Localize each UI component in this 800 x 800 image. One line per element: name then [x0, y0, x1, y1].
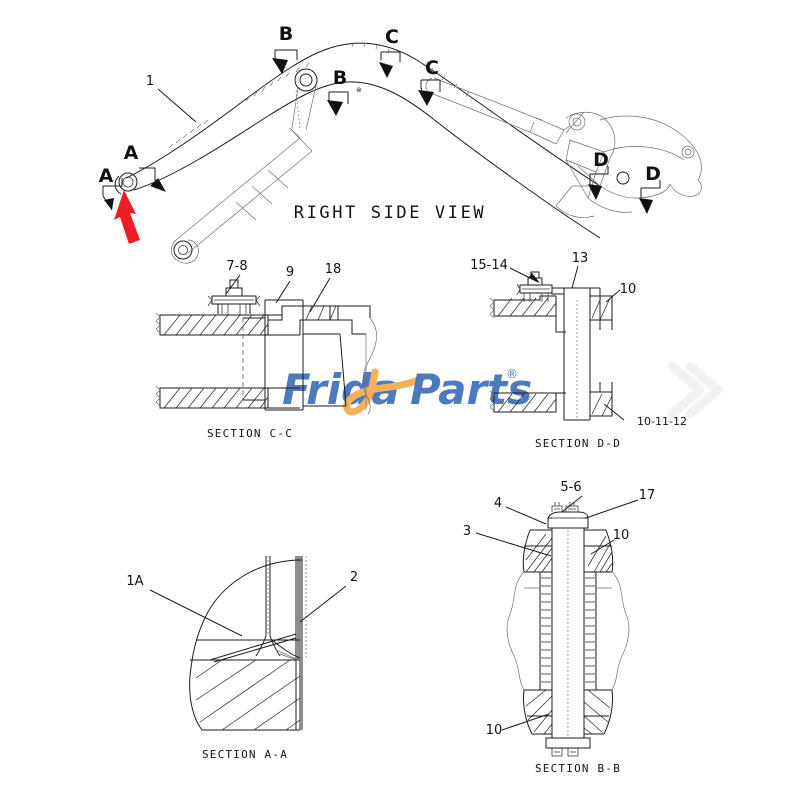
cc-bolt-assembly	[207, 279, 261, 316]
section-marker-c: C C	[379, 26, 441, 106]
boom-cylinder	[171, 68, 318, 264]
section-mark-c-left: C	[385, 26, 399, 48]
bb-collar-upper-right	[584, 529, 614, 573]
section-mark-d-left: D	[593, 149, 609, 171]
watermark-fridayparts: Frida Parts ®	[282, 365, 532, 416]
bb-leader-5-6	[561, 495, 583, 513]
callout-cc-9: 9	[286, 265, 294, 280]
dd-leader-10	[605, 289, 621, 303]
dd-pin-column	[551, 287, 601, 421]
watermark-registered: ®	[506, 367, 518, 381]
dd-right-boss-upper	[590, 295, 613, 330]
section-mark-d-right: D	[645, 163, 661, 185]
section-mark-b-right: B	[333, 67, 347, 89]
callout-aa-1a: 1A	[126, 574, 143, 589]
section-title-dd: SECTION D-D	[535, 437, 621, 450]
bb-break-left	[506, 571, 525, 691]
callout-dd-15-14: 15-14	[470, 258, 508, 273]
dd-leader-13	[571, 265, 579, 289]
bb-top-cap	[547, 502, 589, 529]
bb-collar-upper-left	[522, 529, 553, 573]
boom-stamp-mark: ⊗	[356, 86, 362, 94]
callout-bb-5-6: 5-6	[560, 480, 581, 495]
dd-upper-plate	[489, 295, 566, 333]
red-pointer-arrow	[114, 190, 140, 244]
bb-sleeve-hatch	[541, 577, 595, 683]
callout-bb-10-upper: 10	[613, 528, 630, 543]
bb-leader-3	[475, 532, 552, 557]
view-title-right-side: RIGHT SIDE VIEW	[294, 203, 487, 223]
section-cc-group: 7-8 9 18 SECTION C-C	[155, 259, 378, 440]
section-mark-a-right: A	[124, 142, 139, 164]
callout-dd-10: 10	[620, 282, 637, 297]
section-mark-c-right: C	[425, 57, 439, 79]
section-marker-a: A A	[99, 142, 166, 211]
section-aa-group: 1A 2 SECTION A-A	[126, 556, 358, 761]
section-title-cc: SECTION C-C	[207, 427, 293, 440]
callout-cc-18: 18	[325, 262, 342, 277]
section-title-aa: SECTION A-A	[202, 748, 288, 761]
section-marker-d: D D	[588, 149, 661, 214]
callout-bb-3: 3	[463, 524, 471, 539]
watermark-text-parts: Parts	[410, 365, 532, 414]
dd-leader-15-14	[509, 267, 539, 283]
dd-right-boss-lower	[590, 382, 613, 417]
callout-aa-2: 2	[350, 570, 358, 585]
leader-line-1	[157, 88, 197, 123]
stick-cylinder	[425, 77, 586, 145]
bb-leader-10-upper	[590, 539, 615, 555]
watermark-swoosh	[343, 368, 428, 416]
section-marker-b: B B	[272, 23, 349, 116]
section-title-bb: SECTION B-B	[535, 762, 621, 775]
cc-leader-9	[275, 280, 291, 304]
bb-collar-lower-right	[583, 689, 613, 735]
section-dd-group: 15-14 13 10 10-11-12 SECTION D-D	[470, 251, 687, 450]
section-mark-a-left: A	[99, 165, 114, 187]
boom-foot-pin	[114, 172, 138, 195]
callout-bb-4: 4	[494, 496, 502, 511]
bb-leader-10-lower	[501, 713, 550, 731]
bb-bottom-cap	[545, 737, 591, 757]
cc-right-boss	[303, 305, 378, 415]
dd-lower-plate	[489, 390, 566, 413]
bb-leader-4	[505, 506, 547, 525]
boom-tip-bracket	[555, 111, 702, 218]
bb-leader-17	[585, 499, 639, 519]
dd-leader-10-11-12	[603, 403, 625, 421]
bb-break-right	[611, 571, 630, 691]
aa-hatch-region	[195, 659, 301, 731]
double-chevron-right-icon	[667, 361, 723, 419]
callout-bb-10-lower: 10	[486, 723, 503, 738]
cc-leader-7-8	[225, 274, 241, 295]
callout-dd-13: 13	[572, 251, 589, 266]
callout-cc-7-8: 7-8	[226, 259, 247, 274]
aa-leader-1a	[149, 589, 243, 637]
callout-1: 1	[146, 74, 154, 89]
section-bb-group: 5-6 17 4 3 10 10 SECTION B-B	[463, 480, 655, 775]
callout-dd-10-11-12: 10-11-12	[637, 415, 687, 428]
cc-leader-18	[309, 277, 331, 313]
boom-weld-seam	[168, 42, 470, 149]
right-side-view-assembly: 1 ⊗ A A B B	[99, 23, 702, 264]
cc-lower-plate	[155, 385, 300, 409]
callout-bb-17: 17	[639, 488, 656, 503]
cc-pin-column	[242, 299, 304, 411]
section-mark-b-left: B	[279, 23, 293, 45]
bb-collar-lower-left	[523, 689, 553, 735]
aa-leader-2	[299, 585, 347, 623]
